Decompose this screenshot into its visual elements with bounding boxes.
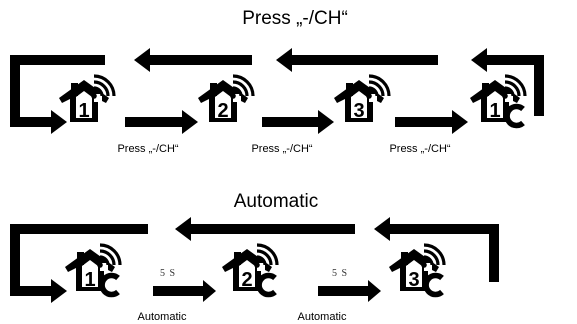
program-number: 3 <box>353 100 364 122</box>
manual-step-label-2: Press „-/CH“ <box>251 143 312 155</box>
c-arc-icon <box>259 276 275 295</box>
program-number: 3 <box>408 269 419 291</box>
automatic-interval-label-2: 5 S <box>332 268 348 279</box>
automatic-program-1: 1 <box>63 243 122 295</box>
c-arc-icon <box>426 276 442 295</box>
manual-program-3: 3 <box>332 74 391 124</box>
manual-step-label-1: Press „-/CH“ <box>117 143 178 155</box>
automatic-step-label-2: Automatic <box>298 311 347 323</box>
automatic-interval-label-1: 5 S <box>160 268 176 279</box>
arrow-icon <box>318 280 381 302</box>
automatic-program-3: 3 <box>387 243 446 295</box>
automatic-step-label-1: Automatic <box>138 311 187 323</box>
arrow-icon <box>395 110 468 134</box>
arrow-icon <box>262 110 334 134</box>
manual-forward-arrows <box>125 110 468 134</box>
c-arc-icon <box>102 276 118 295</box>
c-arc-icon <box>507 107 523 126</box>
manual-program-2: 2 <box>196 74 255 124</box>
arrow-icon <box>125 110 198 134</box>
program-number: 1 <box>78 100 89 122</box>
manual-step-label-3: Press „-/CH“ <box>389 143 450 155</box>
manual-return-loop <box>10 48 544 134</box>
program-number: 1 <box>489 100 500 122</box>
automatic-program-2: 2 <box>220 243 279 295</box>
program-number: 2 <box>241 269 252 291</box>
program-number: 1 <box>84 269 95 291</box>
automatic-return-loop <box>10 217 499 303</box>
program-number: 2 <box>217 100 228 122</box>
manual-program-1: 1 <box>57 74 116 124</box>
manual-program-1-constant: 1 <box>468 74 527 126</box>
automatic-forward-arrows <box>153 280 381 302</box>
arrow-icon <box>153 280 216 302</box>
manual-title: Press „-/CH“ <box>242 8 348 29</box>
automatic-title: Automatic <box>234 191 318 212</box>
